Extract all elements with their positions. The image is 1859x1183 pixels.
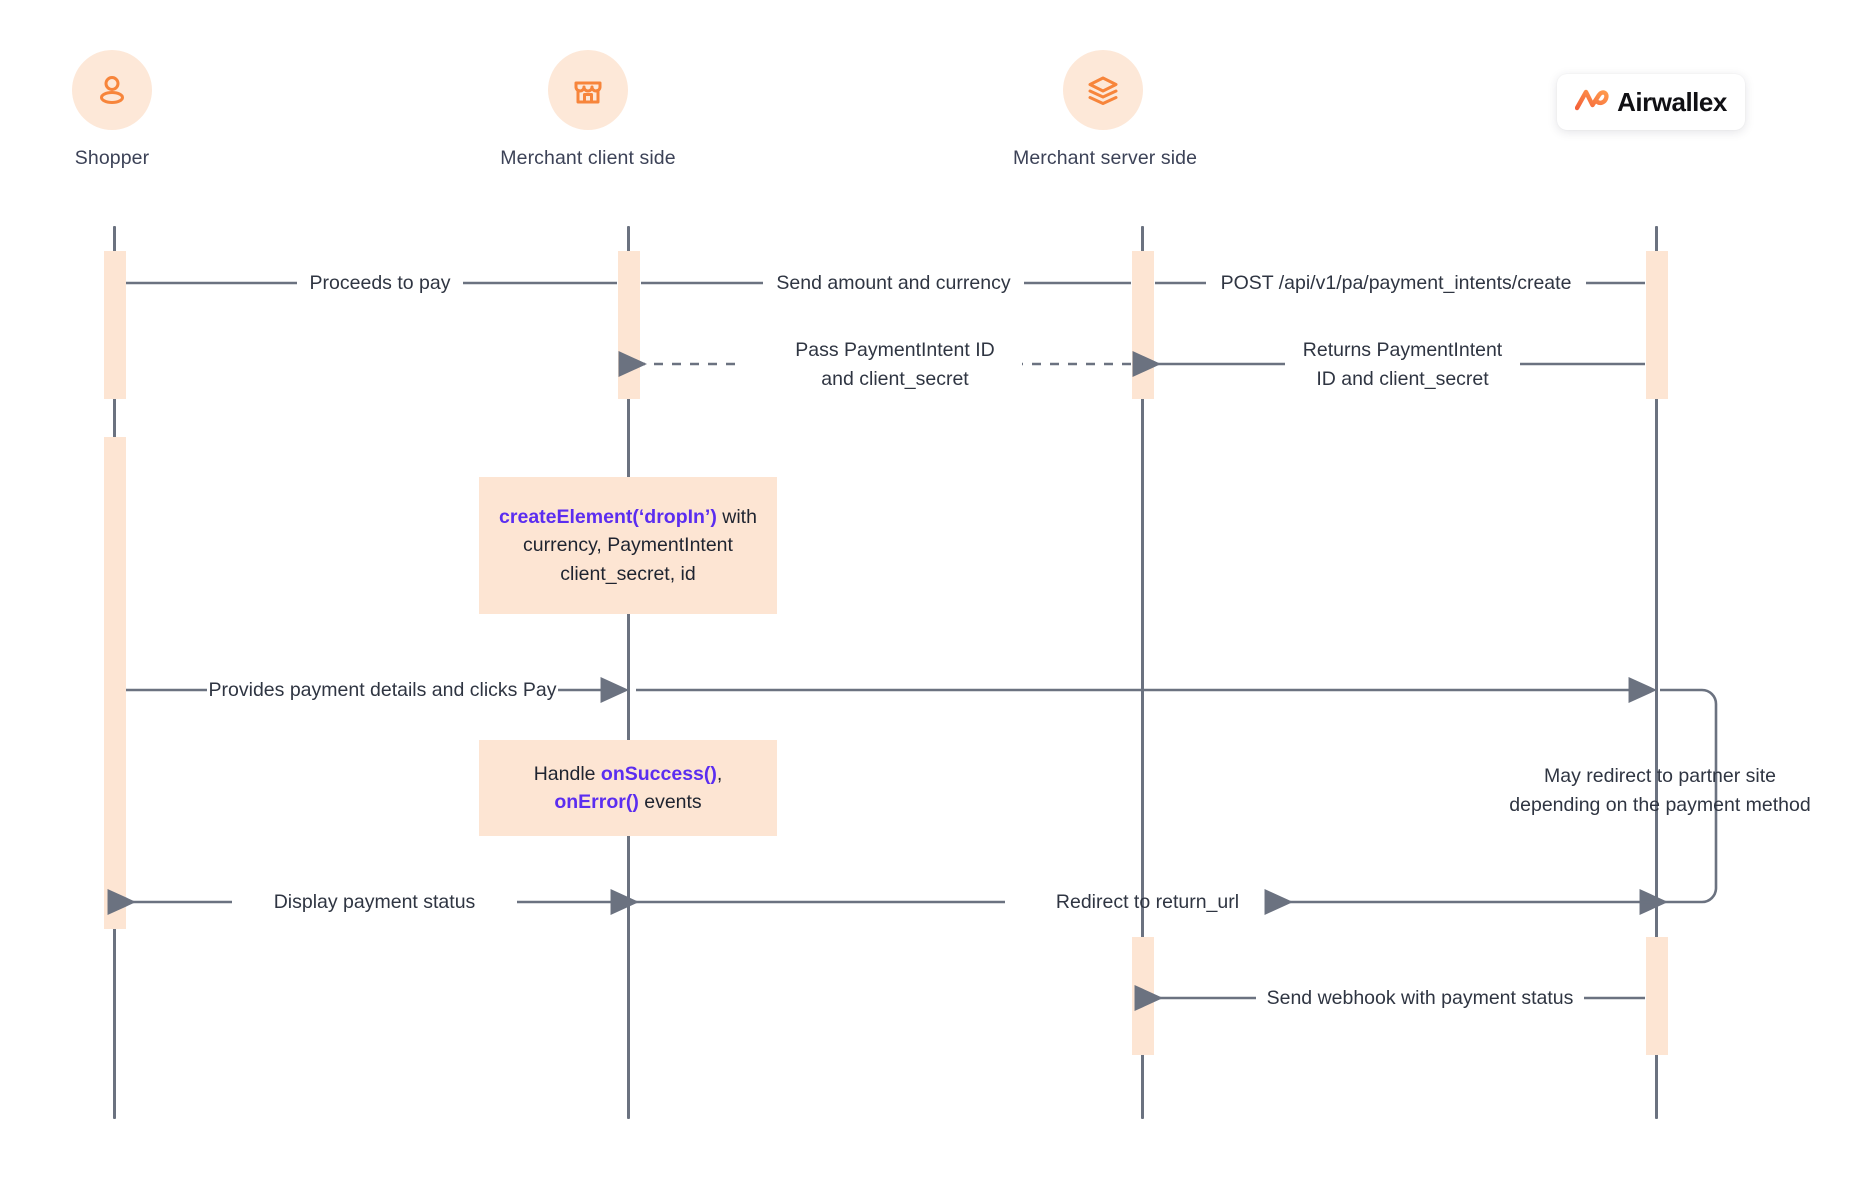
activation-airwallex-1 xyxy=(1646,251,1668,399)
note-text-comma: , xyxy=(716,762,723,785)
actor-shopper: Shopper xyxy=(22,50,202,170)
note-line-3: client_secret, id xyxy=(560,562,696,585)
lifeline-airwallex xyxy=(1655,226,1658,1119)
message-label-display-payment-status: Display payment status xyxy=(273,891,476,913)
note-handle-events: Handle onSuccess(), onError() events xyxy=(479,740,777,836)
self-message-line-2: depending on the payment method xyxy=(1509,793,1811,816)
activation-shopper-1 xyxy=(104,251,126,399)
message-label-send-webhook-with-payment-status: Send webhook with payment status xyxy=(1266,987,1574,1009)
note-create-element: createElement(‘dropIn’) with currency, P… xyxy=(479,477,777,614)
actor-merchant-server: Merchant server side xyxy=(1013,50,1198,170)
message-line-1: Pass PaymentIntent ID xyxy=(795,339,995,361)
note-line-1: createElement(‘dropIn’) with xyxy=(499,503,757,532)
actor-merchant-client: Merchant client side xyxy=(498,50,678,170)
airwallex-swoosh-icon xyxy=(1574,87,1609,118)
message-label-returns-paymentintent-id: Returns PaymentIntent ID and client_secr… xyxy=(1285,336,1520,393)
note-code-create-element: createElement(‘dropIn’) xyxy=(499,505,717,528)
message-label-post-payment-intents-create: POST /api/v1/pa/payment_intents/create xyxy=(1220,272,1572,294)
activation-merchant-server-1 xyxy=(1132,251,1154,399)
note-line-1: Handle onSuccess(), xyxy=(534,760,723,789)
brand-name: Airwallex xyxy=(1617,86,1727,117)
note-code-onerror: onError() xyxy=(554,791,639,813)
self-message-label-may-redirect: May redirect to partner site depending o… xyxy=(1455,762,1859,819)
self-message-line-1: May redirect to partner site xyxy=(1544,765,1776,787)
note-line-2: currency, PaymentIntent xyxy=(523,534,733,557)
message-label-send-amount-and-currency: Send amount and currency xyxy=(776,272,1011,294)
activation-shopper-2 xyxy=(104,437,126,929)
note-text-handle: Handle xyxy=(533,762,601,785)
actor-label-shopper: Shopper xyxy=(74,147,150,169)
user-avatar-icon xyxy=(72,50,152,130)
message-line-2: ID and client_secret xyxy=(1316,367,1489,390)
note-code-onsuccess: onSuccess() xyxy=(600,762,717,785)
storefront-icon xyxy=(548,50,628,130)
lifeline-merchant-server xyxy=(1141,226,1144,1119)
stacked-layers-icon xyxy=(1063,50,1143,130)
message-label-proceeds-to-pay: Proceeds to pay xyxy=(309,272,451,294)
message-line-1: Returns PaymentIntent xyxy=(1302,339,1503,361)
note-line-2: onError() events xyxy=(554,788,701,817)
activation-merchant-server-2 xyxy=(1132,937,1154,1055)
message-label-provides-payment-details: Provides payment details and clicks Pay xyxy=(208,679,557,701)
actor-label-merchant-server: Merchant server side xyxy=(1013,147,1198,169)
note-text-with: with xyxy=(716,505,757,528)
lifeline-merchant-client xyxy=(627,226,630,1119)
activation-merchant-client-1 xyxy=(618,251,640,399)
message-label-pass-paymentintent-id: Pass PaymentIntent ID and client_secret xyxy=(770,336,1020,393)
activation-airwallex-2 xyxy=(1646,937,1668,1055)
message-label-redirect-to-return-url: Redirect to return_url xyxy=(1055,891,1240,913)
actor-label-merchant-client: Merchant client side xyxy=(500,147,676,169)
note-text-events: events xyxy=(638,791,702,813)
message-line-2: and client_secret xyxy=(821,367,969,390)
airwallex-logo-badge: Airwallex xyxy=(1557,74,1745,130)
